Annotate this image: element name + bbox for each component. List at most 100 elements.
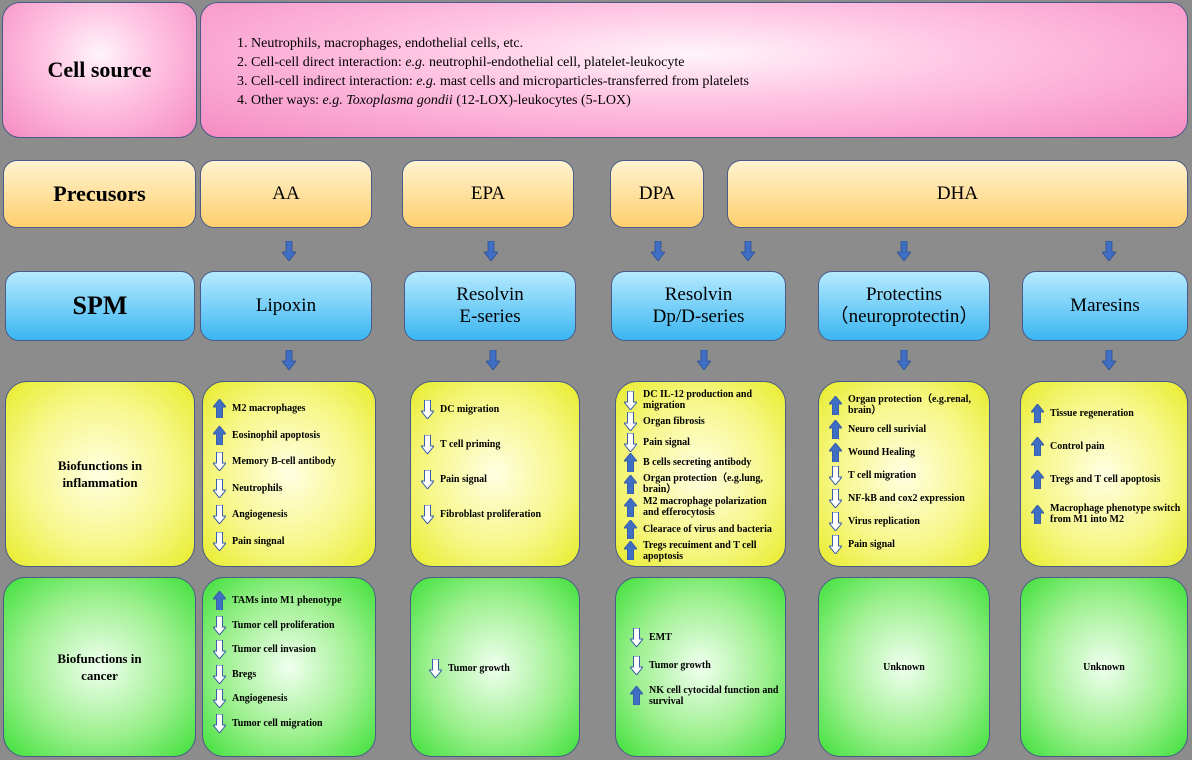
biofunction-text: Pain singnal — [232, 535, 285, 547]
biofunction-text: Fibroblast proliferation — [440, 509, 542, 520]
biofunction-text: M2 macrophage polarization and efferocyt… — [643, 496, 767, 519]
down-arrow-icon — [213, 478, 226, 498]
down-arrow-icon — [486, 350, 500, 370]
down-arrow-icon — [213, 713, 226, 733]
cancer-maresins-unknown: Unknown — [1083, 661, 1125, 673]
biofunction-item: Tumor cell migration — [213, 713, 369, 733]
biofunction-text: Tumor growth — [649, 660, 711, 671]
biofunction-text: Wound Healing — [848, 447, 915, 458]
up-arrow-icon — [1031, 404, 1044, 423]
cancer-protectins-unknown: Unknown — [883, 661, 925, 673]
spm-maresins: Maresins — [1022, 271, 1188, 341]
cell-source-item: 4. Other ways: e.g. Toxoplasma gondii (1… — [237, 93, 631, 108]
biofunction-text: Macrophage phenotype switch from M1 into… — [1050, 503, 1181, 525]
biofunction-item: Eosinophil apoptosis — [213, 425, 369, 445]
cell-source-content-box: 1. Neutrophils, macrophages, endothelial… — [200, 2, 1188, 138]
down-arrow-icon — [1102, 350, 1116, 370]
precursors-label-box: Precusors — [3, 160, 196, 228]
biofunction-item: T cell priming — [421, 435, 573, 454]
biofunction-text: Tumor cell proliferation — [232, 619, 335, 631]
biofunction-text: Virus replication — [848, 516, 920, 527]
biofunction-text: DC migration — [440, 404, 500, 415]
biofunction-item: Organ protection（e.g.renal, brain） — [829, 394, 983, 416]
down-arrow-icon — [421, 435, 434, 454]
up-arrow-icon — [624, 541, 637, 561]
biofunction-text: Tumor cell migration — [232, 717, 323, 729]
up-arrow-icon — [624, 497, 637, 517]
biofunction-item: Pain signal — [421, 470, 573, 489]
cancer-label: Biofunctions in cancer — [57, 651, 142, 683]
biofunction-item: T cell migration — [829, 466, 983, 485]
biofunction-item: Tregs and T cell apoptosis — [1031, 470, 1181, 489]
inflammation-protectins: Organ protection（e.g.renal, brain） Neuro … — [818, 381, 990, 567]
precursors-label: Precusors — [53, 181, 146, 206]
biofunction-item: DC IL-12 production and migration — [624, 389, 779, 411]
precursor-epa: EPA — [402, 160, 574, 228]
biofunction-text: T cell priming — [440, 439, 501, 450]
biofunction-text: Eosinophil apoptosis — [232, 429, 321, 441]
down-arrow-icon — [829, 535, 842, 554]
biofunction-item: M2 macrophages — [213, 399, 369, 419]
biofunction-text: T cell migration — [848, 470, 917, 481]
cell-source-item: 3. Cell-cell indirect interaction: e.g. … — [237, 74, 749, 89]
spm-label: SPM — [72, 291, 128, 320]
biofunction-item: EMT — [630, 627, 779, 647]
biofunction-text: Pain signal — [440, 474, 487, 485]
down-arrow-icon — [697, 350, 711, 370]
biofunction-text: Tumor growth — [448, 662, 510, 674]
down-arrow-icon — [624, 432, 637, 452]
biofunction-item: Tumor growth — [630, 656, 779, 675]
biofunction-text: Clearace of virus and bacteria — [643, 523, 772, 535]
biofunction-item: Tumor cell proliferation — [213, 615, 369, 635]
biofunction-text: Neutrophils — [232, 482, 283, 494]
up-arrow-icon — [1031, 437, 1044, 456]
biofunction-item: Control pain — [1031, 437, 1181, 456]
up-arrow-icon — [829, 443, 842, 462]
biofunction-text: Organ protection（e.g.lung, brain） — [643, 473, 763, 496]
down-arrow-icon — [213, 664, 226, 684]
down-arrow-icon — [213, 452, 226, 472]
down-arrow-icon — [829, 489, 842, 508]
down-arrow-icon — [741, 241, 755, 261]
biofunction-text: Organ fibrosis — [643, 416, 705, 428]
biofunction-item: TAMs into M1 phenotype — [213, 591, 369, 611]
down-arrow-icon — [484, 241, 498, 261]
down-arrow-icon — [829, 512, 842, 531]
spm-label-box: SPM — [5, 271, 195, 341]
cancer-resolvin-e: Tumor growth — [410, 577, 580, 757]
biofunction-text: Tregs recuiment and T cell apoptosis — [643, 539, 757, 562]
biofunction-item: Organ fibrosis — [624, 412, 779, 432]
up-arrow-icon — [624, 474, 637, 494]
biofunction-item: Tumor growth — [429, 658, 573, 678]
biofunction-text: Control pain — [1050, 441, 1105, 452]
biofunction-item: Pain signal — [829, 535, 983, 554]
up-arrow-icon — [1031, 504, 1044, 524]
cancer-protectins: Unknown — [818, 577, 990, 757]
down-arrow-icon — [421, 505, 434, 524]
down-arrow-icon — [897, 350, 911, 370]
down-arrow-icon — [429, 658, 442, 678]
cell-source-label-box: Cell source — [2, 2, 197, 138]
down-arrow-icon — [421, 470, 434, 489]
down-arrow-icon — [213, 531, 226, 551]
biofunction-text: Angiogenesis — [232, 693, 288, 705]
down-arrow-icon — [282, 241, 296, 261]
biofunction-text: Neuro cell surivial — [848, 424, 927, 435]
biofunction-text: M2 macrophages — [232, 403, 306, 415]
biofunction-item: NK cell cytocidal function and survival — [630, 685, 779, 707]
down-arrow-icon — [213, 615, 226, 635]
biofunction-item: Tumor cell invasion — [213, 640, 369, 660]
down-arrow-icon — [421, 400, 434, 419]
precursor-dpa: DPA — [610, 160, 704, 228]
cancer-resolvin-d: EMT Tumor growth NK cell cytocidal functio… — [615, 577, 786, 757]
biofunction-item: Wound Healing — [829, 443, 983, 462]
biofunction-text: Pain signal — [848, 539, 895, 550]
up-arrow-icon — [624, 519, 637, 539]
biofunction-item: Macrophage phenotype switch from M1 into… — [1031, 503, 1181, 525]
biofunction-item: Memory B-cell antibody — [213, 452, 369, 472]
biofunction-text: Organ protection（e.g.renal, brain） — [848, 394, 971, 416]
